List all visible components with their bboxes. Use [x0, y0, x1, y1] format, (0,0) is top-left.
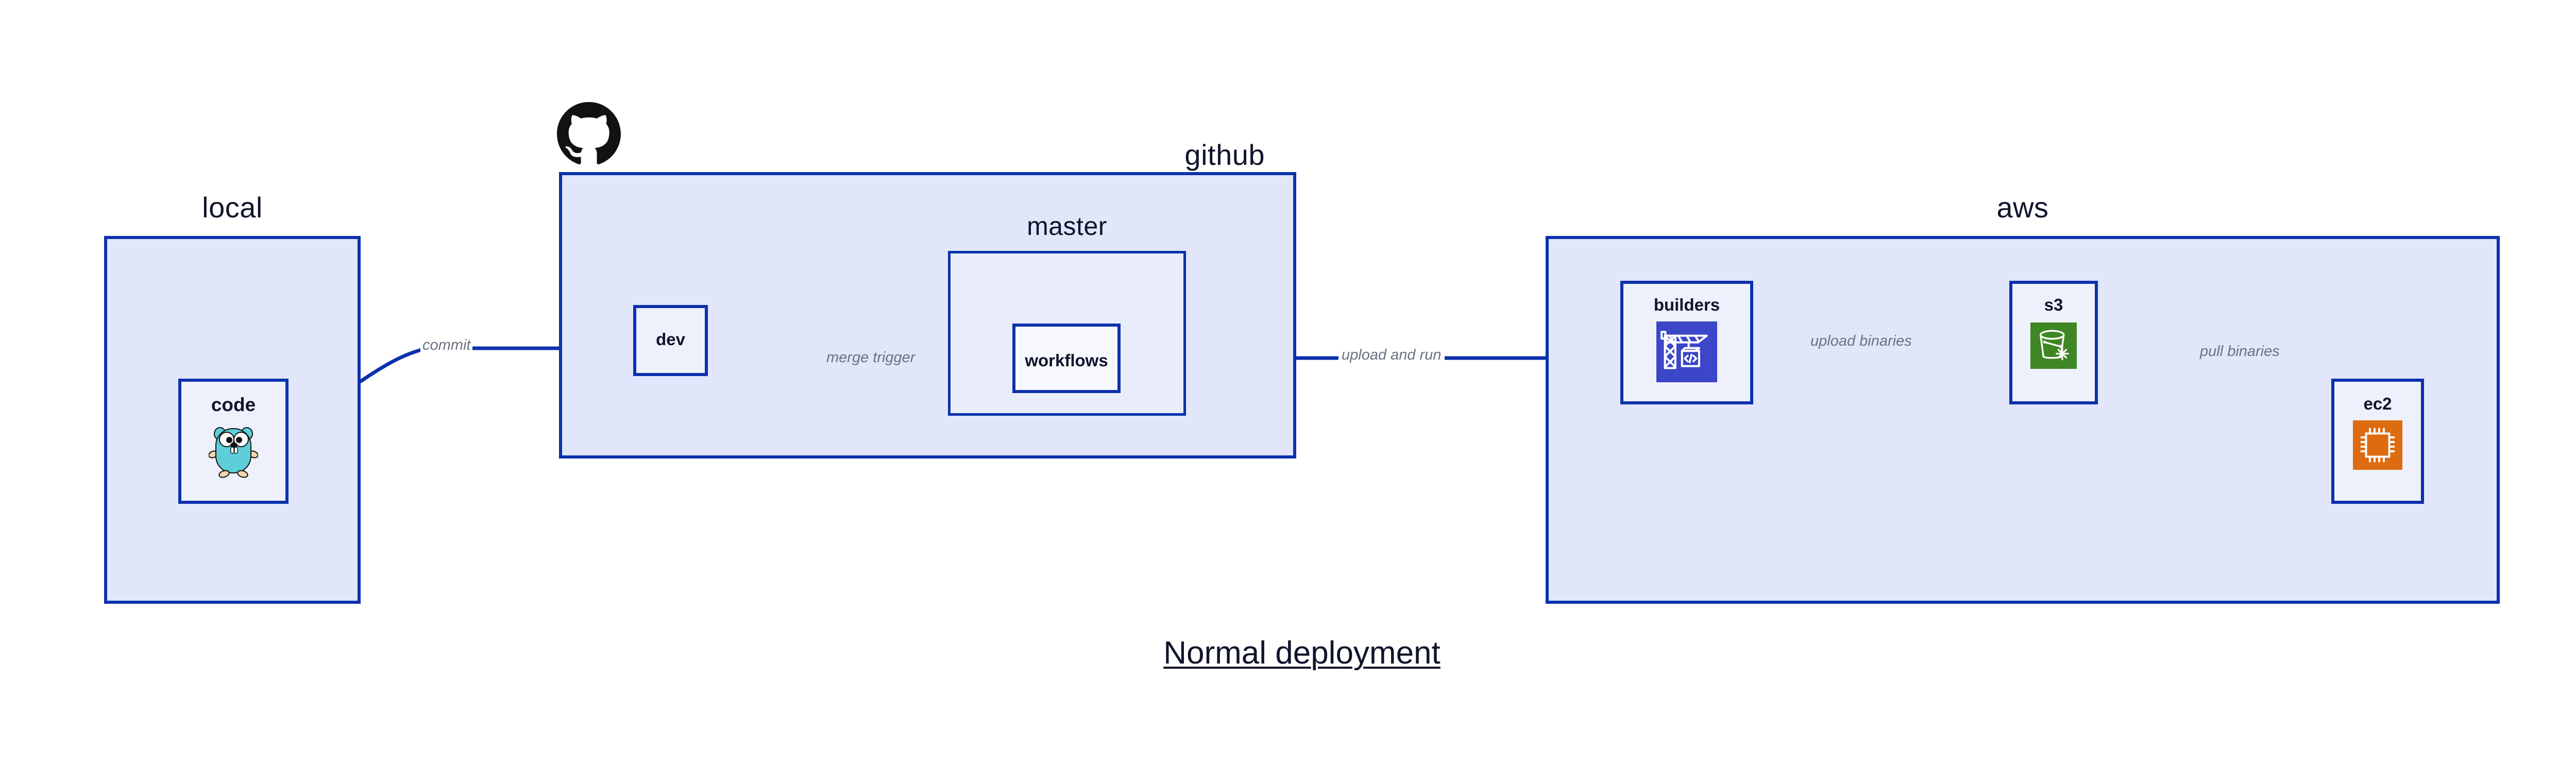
- node-code-label: code: [211, 394, 256, 415]
- edge-label-upload-and-run: upload and run: [1338, 348, 1445, 363]
- go-gopher-icon: [209, 422, 258, 479]
- node-workflows-label: workflows: [1025, 351, 1108, 370]
- group-label-local: local: [202, 191, 263, 224]
- aws-ec2-chip-icon: [2353, 420, 2402, 470]
- node-s3[interactable]: s3: [2009, 281, 2098, 404]
- edge-label-merge-trigger: merge trigger: [823, 350, 919, 365]
- node-builders[interactable]: builders: [1620, 281, 1753, 404]
- group-label-github: github: [1184, 139, 1265, 171]
- node-code[interactable]: code: [178, 379, 289, 504]
- edge-label-pull-binaries: pull binaries: [2197, 344, 2283, 359]
- edge-label-upload-binaries: upload binaries: [1807, 334, 1915, 349]
- node-builders-label: builders: [1653, 295, 1720, 314]
- node-s3-label: s3: [2044, 295, 2063, 314]
- diagram-title: Normal deployment: [1163, 635, 1440, 671]
- node-ec2-label: ec2: [2363, 394, 2392, 413]
- group-label-master: master: [1027, 212, 1107, 241]
- github-octocat-icon: [557, 102, 621, 164]
- node-workflows[interactable]: workflows: [1012, 324, 1121, 393]
- node-ec2[interactable]: ec2: [2331, 379, 2424, 504]
- edge-label-commit: commit: [420, 338, 473, 353]
- node-dev[interactable]: dev: [633, 305, 708, 376]
- aws-codebuild-crane-icon: [1656, 321, 1717, 382]
- node-dev-label: dev: [656, 330, 685, 349]
- group-label-aws: aws: [1996, 191, 2049, 224]
- aws-s3-glacier-bucket-icon: [2030, 322, 2077, 369]
